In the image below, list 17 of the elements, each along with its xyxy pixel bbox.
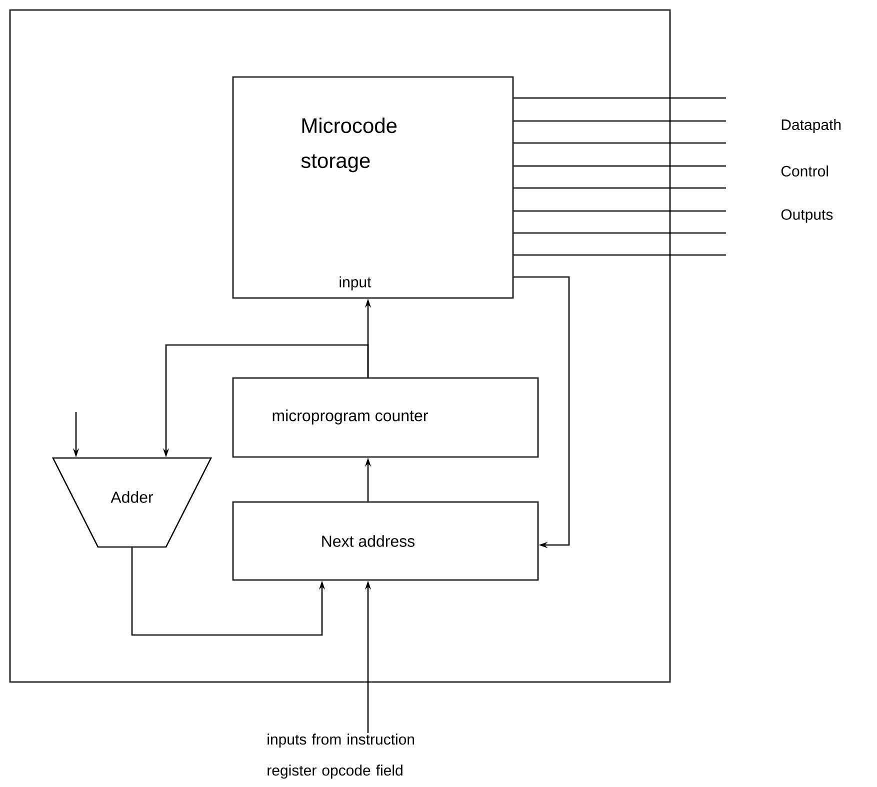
output-line — [514, 187, 726, 189]
counter-box: microprogram counter — [232, 377, 539, 458]
annotation-text: inputs from instruction register opcode field — [268, 734, 414, 779]
outer-frame — [9, 9, 671, 683]
signal-label: Outputs — [781, 209, 833, 223]
process-box: Next address — [232, 501, 539, 581]
output-line — [514, 254, 726, 256]
output-line — [514, 97, 726, 99]
output-line — [514, 120, 726, 122]
signal-label: Datapath — [782, 119, 841, 133]
output-line — [514, 210, 726, 212]
output-line — [514, 142, 726, 144]
signal-label: Control — [781, 166, 828, 176]
storage-box: Microcode storage input — [232, 76, 514, 299]
arrow — [514, 276, 570, 548]
output-line — [514, 232, 726, 234]
output-line — [514, 165, 726, 167]
